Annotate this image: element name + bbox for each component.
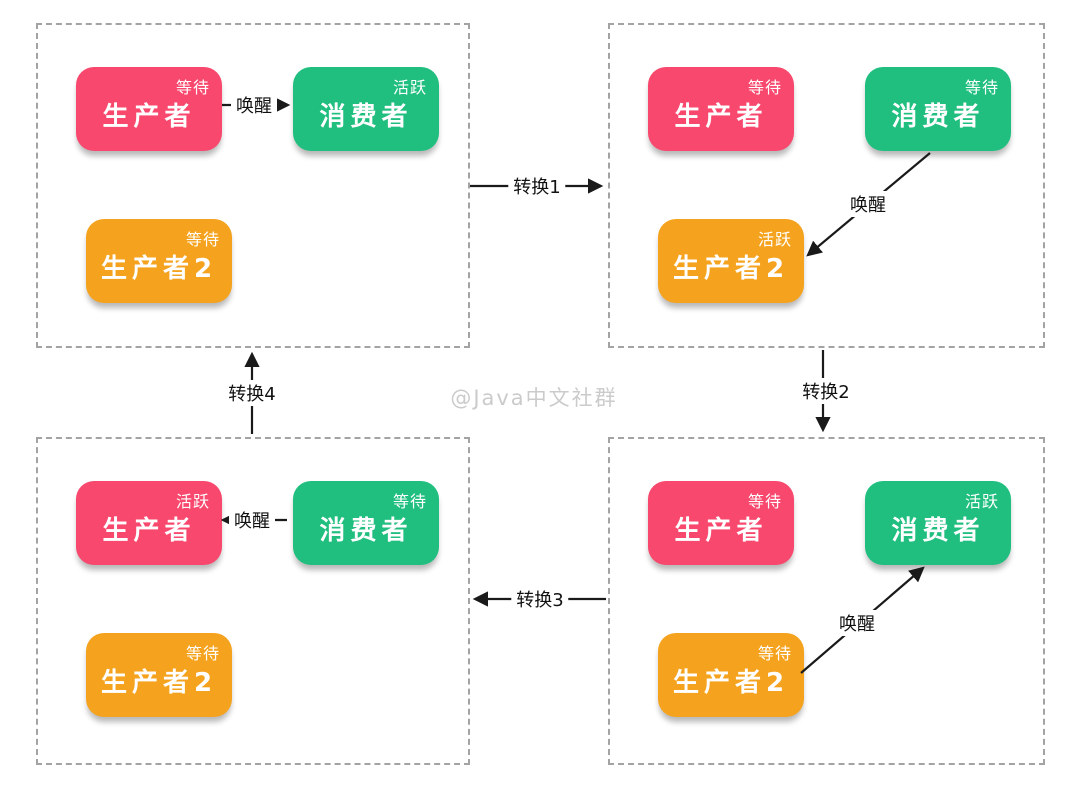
consumer-box: 等待 消费者 <box>293 481 439 565</box>
wake-label: 唤醒 <box>845 191 891 217</box>
box-title: 生产者 <box>674 515 768 546</box>
state-panel-bottom-left: 活跃 生产者 等待 消费者 等待 生产者2 <box>36 437 470 765</box>
transition-label-3: 转换3 <box>511 586 569 612</box>
state-panel-top-left: 等待 生产者 活跃 消费者 等待 生产者2 <box>36 23 470 348</box>
producer2-box: 等待 生产者2 <box>86 633 232 717</box>
box-title: 生产者 <box>102 515 196 546</box>
producer2-box: 活跃 生产者2 <box>658 219 804 303</box>
status-badge: 活跃 <box>964 492 999 511</box>
transition-label-1: 转换1 <box>508 173 566 199</box>
producer2-box: 等待 生产者2 <box>658 633 804 717</box>
box-title: 消费者 <box>319 515 413 546</box>
producer2-box: 等待 生产者2 <box>86 219 232 303</box>
producer-box: 等待 生产者 <box>648 67 794 151</box>
wake-label: 唤醒 <box>834 610 880 636</box>
producer-box: 等待 生产者 <box>648 481 794 565</box>
box-title: 生产者2 <box>672 253 790 284</box>
transition-label-2: 转换2 <box>797 378 855 404</box>
watermark: @Java中文社群 <box>450 386 618 410</box>
box-title: 生产者2 <box>100 667 218 698</box>
consumer-box: 活跃 消费者 <box>293 67 439 151</box>
box-title: 消费者 <box>891 515 985 546</box>
status-badge: 等待 <box>747 78 782 97</box>
box-title: 生产者 <box>674 101 768 132</box>
status-badge: 活跃 <box>392 78 427 97</box>
status-badge: 等待 <box>392 492 427 511</box>
box-title: 生产者2 <box>100 253 218 284</box>
transition-label-4: 转换4 <box>223 380 281 406</box>
box-title: 生产者 <box>102 101 196 132</box>
status-badge: 等待 <box>185 644 220 663</box>
box-title: 消费者 <box>319 101 413 132</box>
wake-label: 唤醒 <box>231 92 277 118</box>
status-badge: 等待 <box>964 78 999 97</box>
status-badge: 活跃 <box>175 492 210 511</box>
state-panel-top-right: 等待 生产者 等待 消费者 活跃 生产者2 <box>608 23 1045 348</box>
status-badge: 等待 <box>185 230 220 249</box>
status-badge: 等待 <box>747 492 782 511</box>
status-badge: 活跃 <box>757 230 792 249</box>
box-title: 生产者2 <box>672 667 790 698</box>
consumer-box: 活跃 消费者 <box>865 481 1011 565</box>
producer-box: 活跃 生产者 <box>76 481 222 565</box>
producer-box: 等待 生产者 <box>76 67 222 151</box>
wake-label: 唤醒 <box>229 507 275 533</box>
consumer-box: 等待 消费者 <box>865 67 1011 151</box>
status-badge: 等待 <box>757 644 792 663</box>
box-title: 消费者 <box>891 101 985 132</box>
status-badge: 等待 <box>175 78 210 97</box>
state-panel-bottom-right: 等待 生产者 活跃 消费者 等待 生产者2 <box>608 437 1045 765</box>
